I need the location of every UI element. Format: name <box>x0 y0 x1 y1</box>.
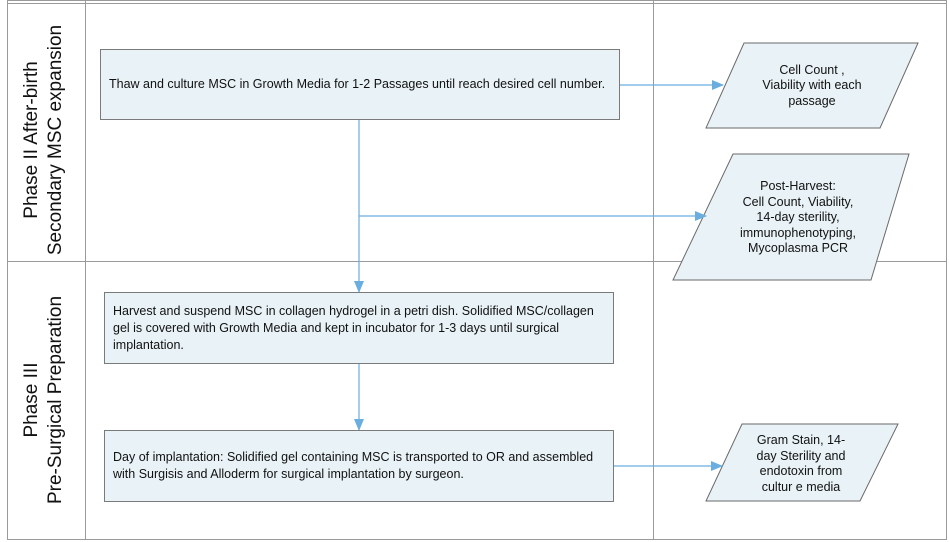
qc-line: Post-Harvest: <box>760 179 836 194</box>
qc-line: Viability with each <box>762 78 862 93</box>
lane-title-line: Phase II After-birth <box>21 61 42 219</box>
qc-line: immunophenotyping, <box>739 225 857 240</box>
connectors <box>354 80 724 471</box>
lane-title-phase-iii: Phase III Pre-Surgical Preparation <box>14 264 74 536</box>
qc-shape-3 <box>705 423 899 502</box>
lane-title-line: Pre-Surgical Preparation <box>45 295 66 505</box>
qc-shape-2 <box>672 153 910 281</box>
process-step-3: Day of implantation: Solidified gel cont… <box>104 430 614 502</box>
qc-line: cultur e media <box>761 479 841 494</box>
process-step-2: Harvest and suspend MSC in collagen hydr… <box>104 292 614 364</box>
process-step-text: Harvest and suspend MSC in collagen hydr… <box>113 303 594 352</box>
qc-shape-1 <box>705 42 919 129</box>
qc-line: passage <box>788 93 836 108</box>
lane-title-line: Secondary MSC expansion <box>45 24 66 256</box>
qc-line: Mycoplasma PCR <box>747 241 849 256</box>
lane-title-line: Phase III <box>21 362 42 438</box>
process-step-text: Day of implantation: Solidified gel cont… <box>113 450 594 481</box>
qc-line: 14-day sterility, <box>756 210 840 225</box>
qc-line: Gram Stain, 14- <box>756 433 846 447</box>
qc-line: day Sterility and <box>756 448 846 463</box>
diagram-border <box>7 0 947 540</box>
qc-line: Cell Count , <box>779 62 845 77</box>
qc-check-1: Cell Count , Viability with each passage <box>742 50 882 122</box>
process-step-1: Thaw and culture MSC in Growth Media for… <box>100 49 620 120</box>
qc-line: Cell Count, Viability, <box>742 194 854 209</box>
qc-check-2: Post-Harvest: Cell Count, Viability, 14-… <box>718 172 878 264</box>
qc-check-3: Gram Stain, 14- day Sterility and endoto… <box>738 430 864 498</box>
qc-line: endotoxin from <box>759 464 843 478</box>
lane-title-phase-ii: Phase II After-birth Secondary MSC expan… <box>14 11 74 269</box>
process-step-text: Thaw and culture MSC in Growth Media for… <box>109 77 606 91</box>
